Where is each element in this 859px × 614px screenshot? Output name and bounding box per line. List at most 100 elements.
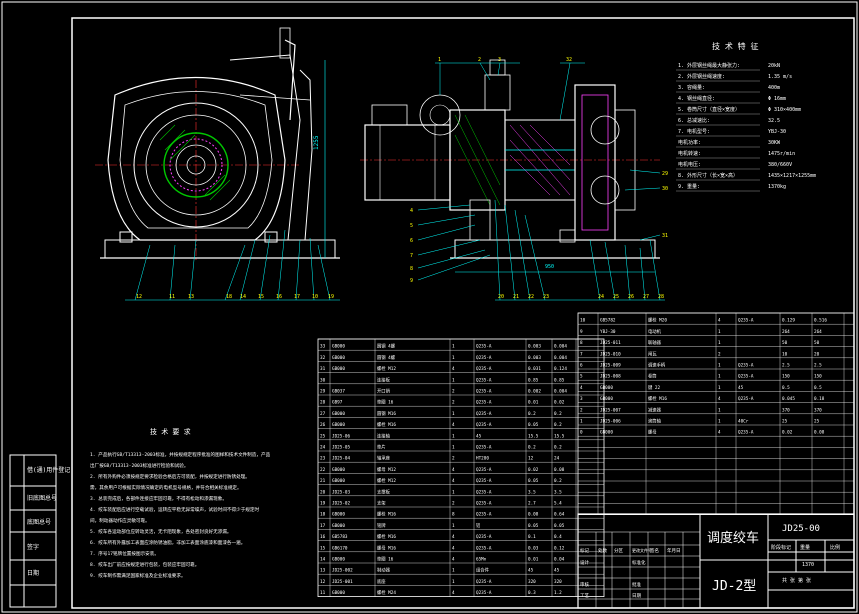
tb-role: 设计 [580, 559, 589, 566]
bom-cell: 开口销 [377, 388, 391, 395]
bom-cell: 0.004 [554, 355, 567, 361]
spec-label: 5. 卷筒尺寸（直径×宽度） [678, 106, 740, 113]
bom-cell: 2 [452, 389, 455, 395]
bom-cell: 圆钢 4螺 [377, 343, 396, 350]
bom-cell: 螺栓 M20 [648, 317, 667, 324]
bom-cell: 0.2 [554, 478, 562, 484]
bom-cell: 螺栓 M24 [377, 589, 396, 596]
bom-cell: 320 [554, 579, 562, 585]
bom-cell: 20 [814, 351, 820, 357]
bom-cell: 370 [782, 407, 790, 413]
bom-cell: 0.2 [554, 445, 562, 451]
bom-cell: 20 [320, 489, 326, 495]
bom-cell: 0.003 [528, 344, 541, 350]
spec-label: 电机转速: [678, 150, 701, 157]
bom-cell: 2 [452, 501, 455, 507]
bom-cell: JD25-001 [332, 579, 353, 585]
bom-cell: JD25-009 [600, 363, 621, 369]
bom-cell: 1 [452, 344, 455, 350]
bom-cell: 0.05 [554, 523, 565, 529]
bom-cell: 0.02 [782, 430, 793, 436]
bom-cell: GB000 [332, 411, 345, 417]
side-view: 950 1 2 3 32 4 5 6 7 8 9 [360, 57, 668, 301]
bom-cell: 45 [476, 433, 482, 439]
bom-cell: 连接板 [377, 376, 391, 383]
bom-cell: 底座 [377, 578, 386, 585]
bom-cell: 0.4 [554, 534, 562, 540]
tb-row-label: 签名 [650, 547, 659, 554]
bom-cell: Q235-A [476, 422, 492, 428]
bom-cell: 螺栓 M16 [377, 511, 396, 518]
bom-cell: 闸瓦 [648, 350, 657, 357]
bom-cell: JD25-06 [332, 433, 351, 439]
bom-cell: 0.2 [528, 445, 536, 451]
balloon: 19 [328, 294, 334, 300]
balloon: 4 [410, 208, 413, 214]
tb-role: 日期 [632, 593, 641, 599]
balloon: 26 [628, 294, 634, 300]
requirement-line: 5. 绞车各运动部位应转动灵活，无卡阻现象，各处密封良好无渗漏。 [90, 528, 232, 535]
bom-cell: 4 [452, 366, 455, 372]
bom-cell: 1 [718, 419, 721, 425]
balloon: 12 [136, 294, 142, 300]
bom-cell: 0.18 [814, 396, 825, 402]
bom-cell: 1 [452, 579, 455, 585]
balloon: 11 [169, 294, 175, 300]
weight-label: 重量 [800, 544, 810, 551]
bom-cell: 370 [814, 407, 822, 413]
bom-cell: 1 [718, 329, 721, 335]
balloon: 30 [662, 186, 668, 192]
bom-cell: 14 [320, 557, 326, 563]
bom-cell: 1 [452, 445, 455, 451]
side-label: 底图总号 [27, 518, 51, 526]
bom-cell: 4 [452, 590, 455, 596]
bom-cell: 1 [452, 411, 455, 417]
bom-cell: 4 [580, 385, 583, 391]
bom-cell: 1 [580, 419, 583, 425]
balloon: 20 [498, 294, 504, 300]
bom-cell: 制动器 [377, 567, 391, 574]
balloon: 10 [312, 294, 318, 300]
balloon: 2 [478, 57, 481, 63]
bom-cell: 0.02 [528, 467, 539, 473]
bom-cell: 0.5 [814, 385, 822, 391]
weight-value: 1370 [802, 562, 814, 568]
bom-cell: 25 [814, 419, 820, 425]
bom-cell: JD25-007 [600, 407, 621, 413]
bom-cell: 0.04 [554, 557, 565, 563]
bom-cell: 1 [718, 374, 721, 380]
bom-cell: 电动机 [648, 328, 662, 335]
bom-cell: 螺栓 M16 [648, 395, 667, 402]
bom-cell: GB000 [332, 523, 345, 529]
balloon: 9 [410, 278, 413, 284]
bom-cell: 21 [320, 478, 326, 484]
bom-cell: 1.2 [554, 590, 562, 596]
bom-cell: 23 [320, 456, 326, 462]
bom-cell: 0.516 [814, 318, 827, 324]
bom-cell: 0.124 [554, 366, 567, 372]
bom-cell: GB000 [332, 590, 345, 596]
bom-cell: Q235-A [738, 430, 754, 436]
bom-cell: 螺母 M12 [377, 466, 396, 473]
bom-cell: Q235-A [476, 467, 492, 473]
bom-cell: 3 [580, 396, 583, 402]
balloon: 3 [498, 57, 501, 63]
bom-cell: 卷筒 [648, 373, 657, 380]
bom-cell: 0.2 [528, 411, 536, 417]
front-view: 1255 12 11 13 18 14 15 16 17 10 19 [95, 27, 340, 301]
bom-cell: 3.5 [554, 489, 562, 495]
bom-cell: Q235-A [738, 396, 754, 402]
bom-cell: 垫圈 16 [377, 556, 394, 563]
bom-cell: Q235-A [476, 445, 492, 451]
bom-cell: Q235-A [476, 389, 492, 395]
balloon: 25 [613, 294, 619, 300]
balloon: 28 [658, 294, 664, 300]
bom-cell: 5.4 [554, 501, 562, 507]
requirement-line: 需，其余用户可根据实际情况确定的电机型号规格，并符合相关标准规定。 [90, 484, 242, 491]
bom-cell: Q235-A [738, 318, 754, 324]
bom-cell: 0.01 [528, 400, 539, 406]
bom-cell: 2.7 [528, 501, 536, 507]
spec-value: 20kN [768, 63, 780, 69]
bom-cell: 0.02 [554, 400, 565, 406]
bom-cell: GB000 [332, 355, 345, 361]
